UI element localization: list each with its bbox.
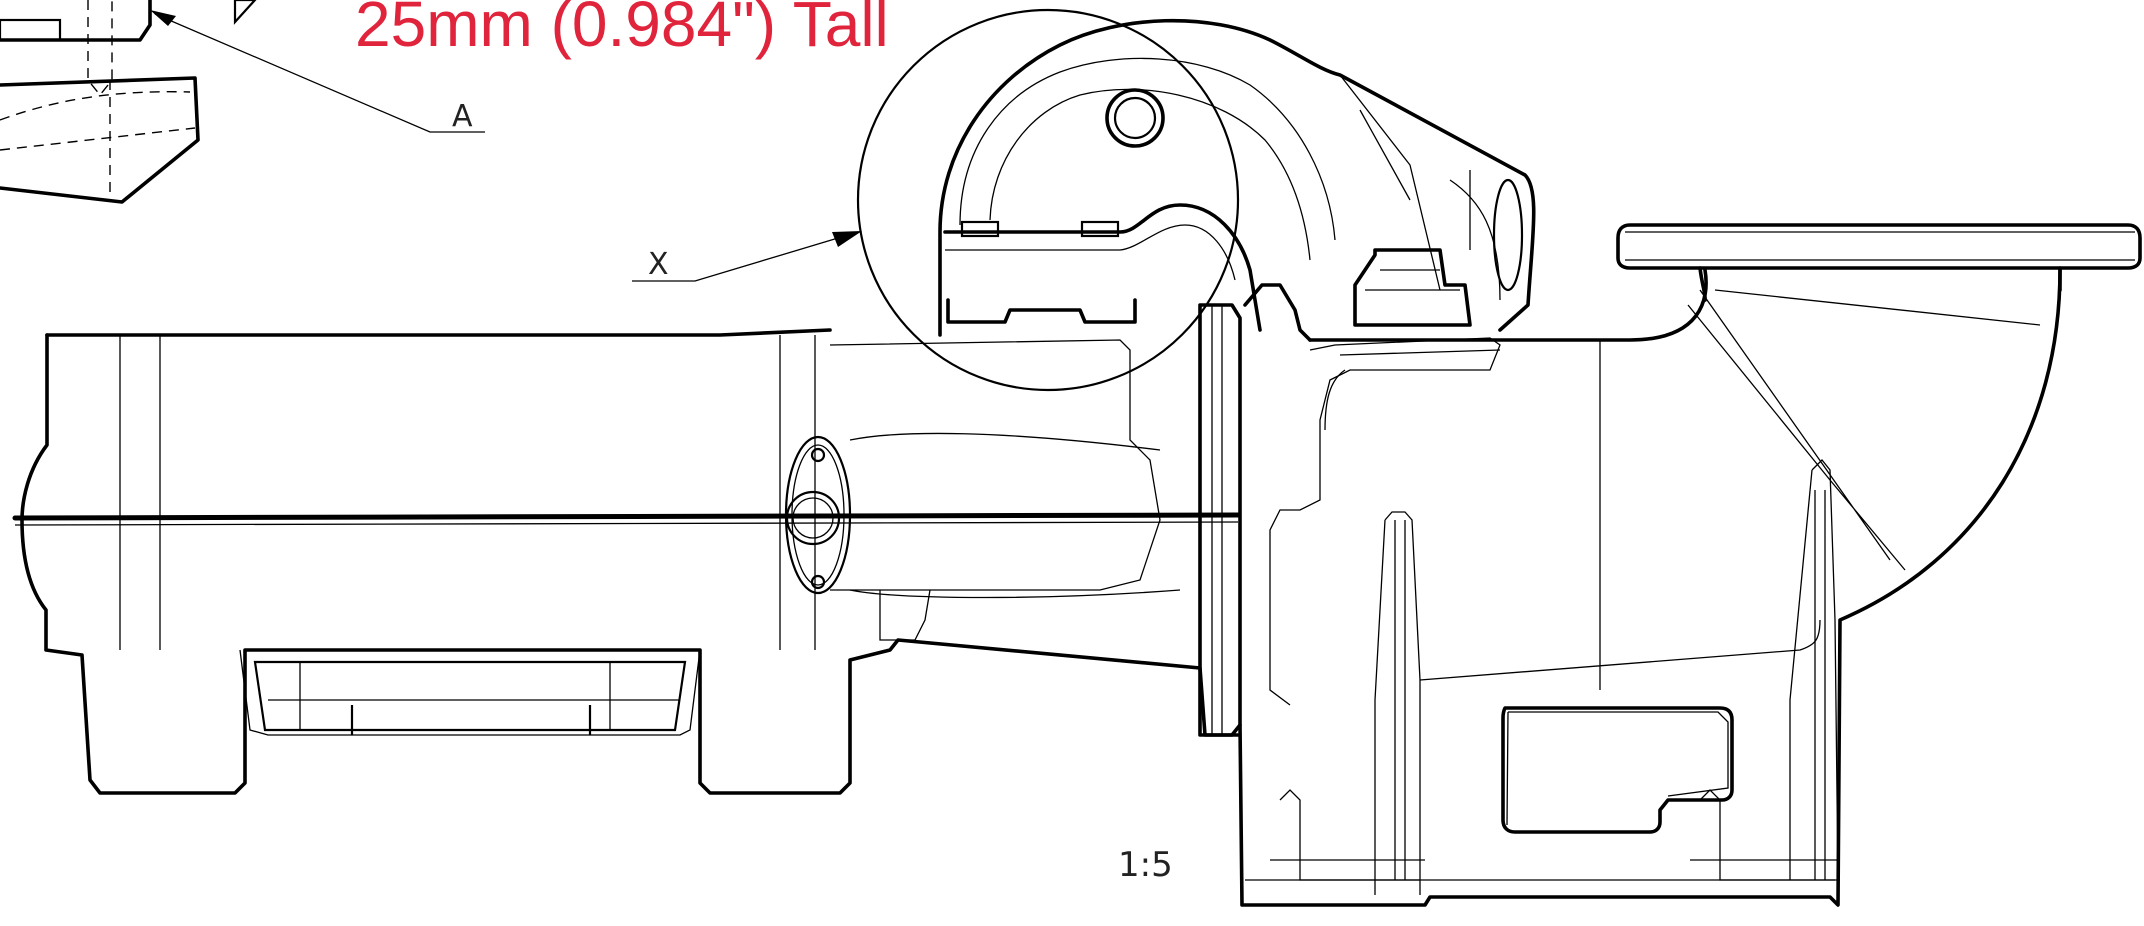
left-housing <box>12 328 1241 795</box>
dimension-note: 25mm (0.984") Tall <box>355 0 889 60</box>
detail-x-circle <box>856 8 1240 392</box>
top-flange <box>1616 223 2142 302</box>
leader-x: X <box>632 231 862 282</box>
callout-a-label: A <box>452 99 473 134</box>
callout-x-label: X <box>648 247 669 282</box>
leader-a: A <box>150 10 485 134</box>
right-housing <box>1238 268 2062 907</box>
upper-arm <box>938 18 1536 337</box>
detail-a-view <box>0 0 257 204</box>
scale-label: 1:5 <box>1118 845 1173 885</box>
